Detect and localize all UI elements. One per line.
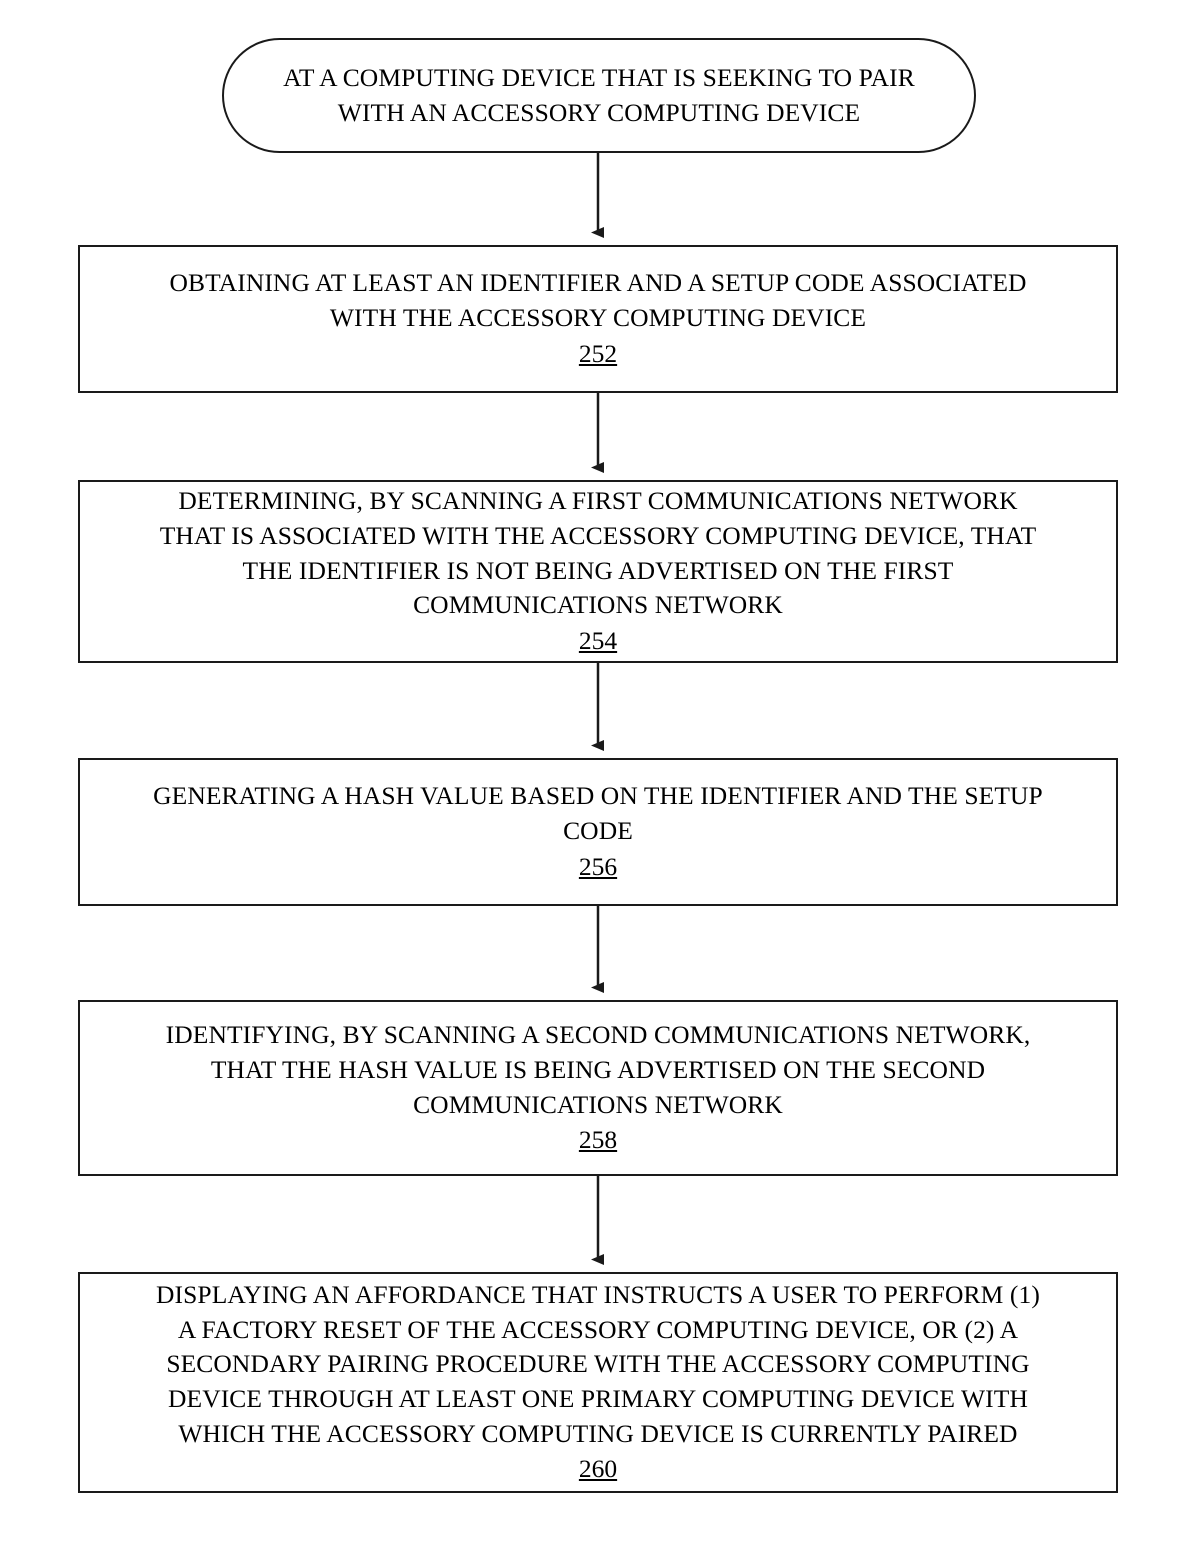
flow-node-256: GENERATING A HASH VALUE BASED ON THE IDE…	[78, 758, 1118, 906]
flow-node-254: DETERMINING, BY SCANNING A FIRST COMMUNI…	[78, 480, 1118, 663]
flow-node-258-text: IDENTIFYING, BY SCANNING A SECOND COMMUN…	[165, 1020, 1031, 1119]
flow-node-252-ref: 252	[578, 338, 618, 368]
flow-node-252-text: OBTAINING AT LEAST AN IDENTIFIER AND A S…	[169, 268, 1027, 333]
flow-node-256-text: GENERATING A HASH VALUE BASED ON THE IDE…	[153, 781, 1043, 846]
flow-node-258: IDENTIFYING, BY SCANNING A SECOND COMMUN…	[78, 1000, 1118, 1176]
flow-node-252: OBTAINING AT LEAST AN IDENTIFIER AND A S…	[78, 245, 1118, 393]
flow-node-256-ref: 256	[578, 851, 618, 881]
flow-node-254-ref: 254	[578, 626, 618, 656]
flow-node-258-ref: 258	[578, 1125, 618, 1155]
flow-node-start-text: AT A COMPUTING DEVICE THAT IS SEEKING TO…	[283, 62, 915, 127]
flow-node-start: AT A COMPUTING DEVICE THAT IS SEEKING TO…	[222, 38, 976, 153]
flow-node-260-text: DISPLAYING AN AFFORDANCE THAT INSTRUCTS …	[156, 1279, 1040, 1448]
flow-node-260-ref: 260	[578, 1454, 618, 1484]
flow-node-254-text: DETERMINING, BY SCANNING A FIRST COMMUNI…	[159, 486, 1037, 620]
flow-node-260: DISPLAYING AN AFFORDANCE THAT INSTRUCTS …	[78, 1272, 1118, 1493]
